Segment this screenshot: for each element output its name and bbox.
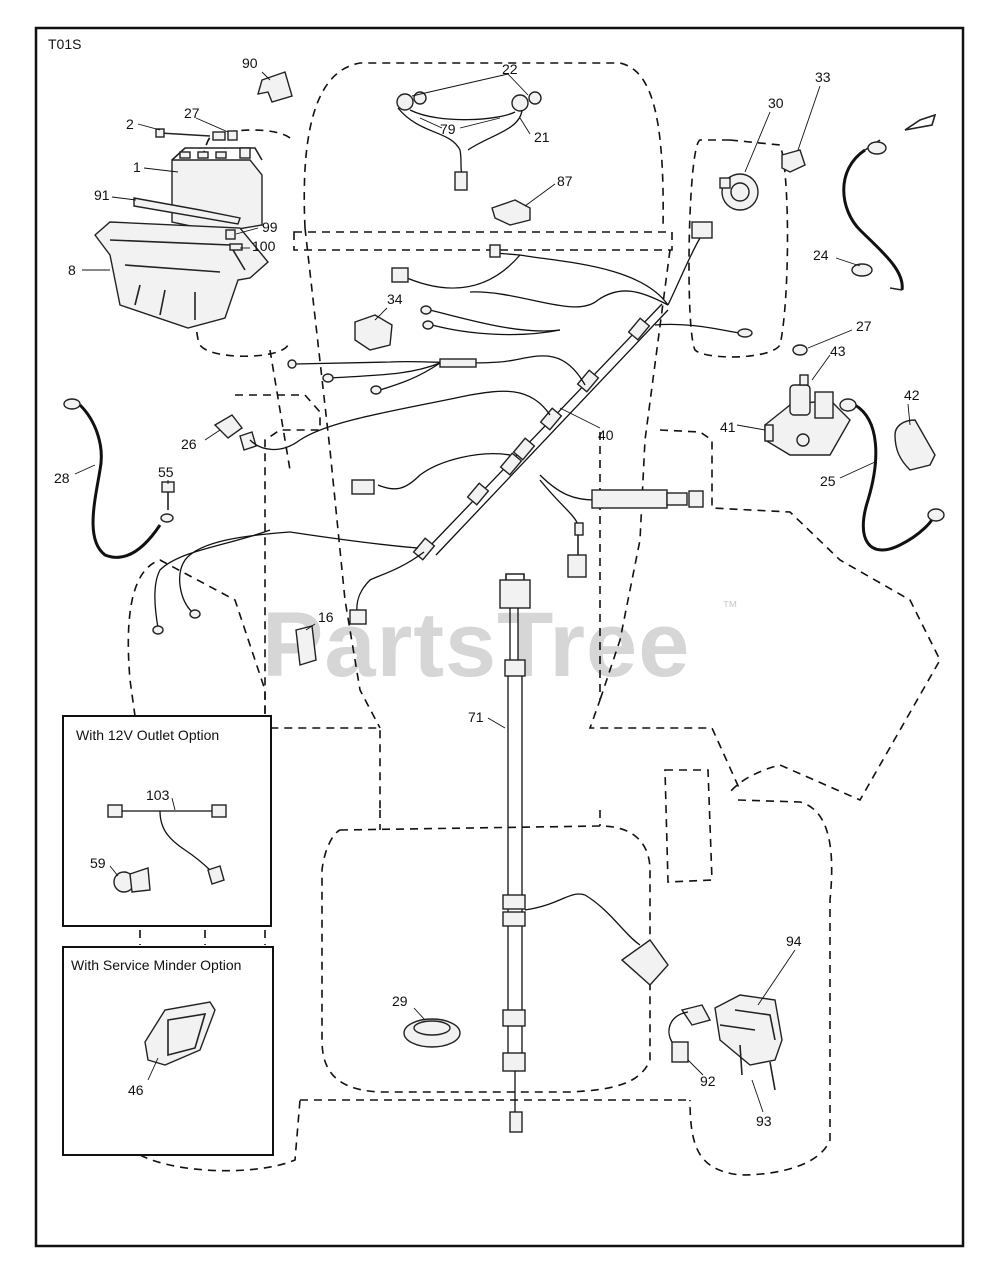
part-33 [781,149,806,173]
main-harness-40 [152,221,753,635]
callout-33: 33 [815,69,831,85]
callout-26: 26 [181,436,197,452]
callout-2: 2 [126,116,134,132]
callout-92: 92 [700,1073,716,1089]
diagram-border [34,26,965,1248]
callout-24: 24 [813,247,829,263]
callout-27b: 27 [856,318,872,334]
callout-87: 87 [557,173,573,189]
inset-12v-outlet: With 12V Outlet Option [62,715,272,927]
callout-93: 93 [756,1113,772,1129]
callout-labels: 90 22 33 27 2 30 79 21 1 87 91 99 100 8 … [54,55,920,1129]
callout-79: 79 [440,121,456,137]
callout-22: 22 [502,61,518,77]
callout-41: 41 [720,419,736,435]
part-94 [714,994,783,1091]
callout-25: 25 [820,473,836,489]
cable-25 [854,403,937,552]
callout-30: 30 [768,95,784,111]
harness-71 [499,573,669,1133]
callout-21: 21 [534,129,550,145]
callout-27: 27 [184,105,200,121]
callout-8: 8 [68,262,76,278]
callout-29: 29 [392,993,408,1009]
headlight-harness [396,91,542,191]
callout-71: 71 [468,709,484,725]
callout-43: 43 [830,343,846,359]
inset-service-title: With Service Minder Option [71,957,241,973]
callout-42: 42 [904,387,920,403]
part-87 [491,199,531,226]
part-29 [403,1018,461,1048]
solenoid-43 [764,344,851,456]
diagram-code: T01S [48,36,81,52]
part-42 [894,419,936,471]
chassis-outline [127,62,941,1176]
hood-cutout [664,769,713,883]
callout-28: 28 [54,470,70,486]
part-26 [213,414,243,439]
watermark-trademark: ™ [722,599,738,616]
callout-1: 1 [133,159,141,175]
callout-91: 91 [94,187,110,203]
part-16 [295,625,317,666]
callout-103: 103 [146,787,170,803]
callout-59: 59 [90,855,106,871]
cable-28 [78,403,162,559]
callout-46: 46 [128,1082,144,1098]
part-34 [354,314,393,351]
cable-24 [842,113,937,291]
battery-assembly [94,128,269,329]
callout-16: 16 [318,609,334,625]
part-92 [668,1004,712,1063]
callout-34: 34 [387,291,403,307]
callout-94: 94 [786,933,802,949]
inset-12v-title: With 12V Outlet Option [76,727,219,743]
callout-90: 90 [242,55,258,71]
callout-99: 99 [262,219,278,235]
callout-100: 100 [252,238,276,254]
part-90 [257,71,293,103]
inset-service-minder: With Service Minder Option [62,946,274,1156]
callout-55: 55 [158,464,174,480]
leader-lines [74,71,911,1113]
part-30 [719,173,759,211]
callout-40: 40 [598,427,614,443]
